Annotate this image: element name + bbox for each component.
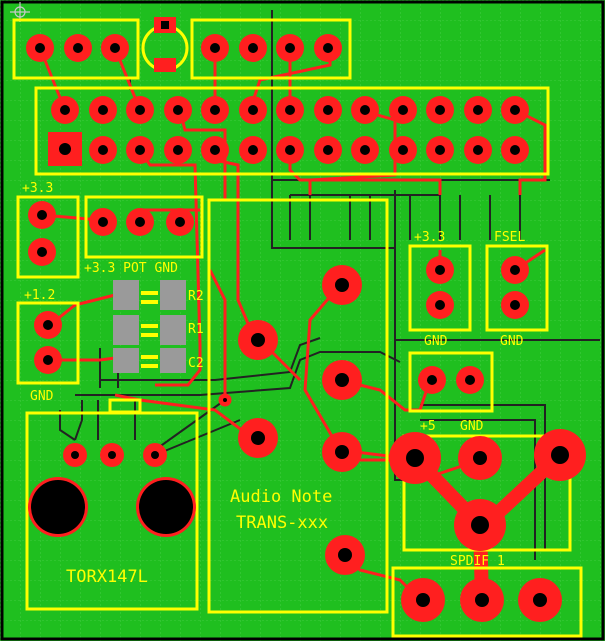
pad-drill [210,105,220,115]
label-gnd-plus5: GND [460,419,484,434]
pad-square [154,58,176,72]
pad-drill [471,516,489,534]
label-audio-note: Audio Note [230,487,332,507]
pad-drill [406,449,424,467]
label-c2: C2 [188,356,204,371]
pad-drill [360,145,370,155]
pad-drill [335,445,349,459]
pad-drill [510,145,520,155]
pad-drill [323,145,333,155]
label-pot-row: +3.3 POT GND [84,261,178,276]
pad-drill [43,320,53,330]
pad-drill [98,105,108,115]
pad-drill [210,145,220,155]
pad-drill [37,210,47,220]
label-torx: TORX147L [66,567,148,587]
pad-drill [323,43,333,53]
pad-drill [35,43,45,53]
square-pads [48,17,176,166]
label-plus5: +5 [420,419,436,434]
pad-drill [151,451,159,459]
pad-drill [60,105,70,115]
smd-silk [141,291,158,368]
pad-drill [323,105,333,115]
pad-drill [435,105,445,115]
pad-drill [98,145,108,155]
vias [218,393,232,407]
pad-drill [435,145,445,155]
label-spdif: SPDIF 1 [450,554,505,569]
pad-drill [43,355,53,365]
label-gnd-right2: GND [500,334,524,349]
pad-drill [398,105,408,115]
pad-drill [175,217,185,227]
pad-drill [551,446,569,464]
pad-drill [135,105,145,115]
pad-drill [338,548,352,562]
pad-drill [473,451,487,465]
pad-drill [108,451,116,459]
label-fsel: FSEL [494,230,525,245]
pad-drill [285,43,295,53]
pad-drill [475,593,489,607]
pad-drill [533,593,547,607]
pad-drill [435,300,445,310]
pad-drill [173,145,183,155]
pad-drill [248,145,258,155]
pad-drill [285,145,295,155]
pad-drill [71,451,79,459]
pad-drill [510,300,520,310]
label-gnd-right1: GND [424,334,448,349]
pad-drill [173,105,183,115]
silk-labels: +3.3 +3.3 POT GND +1.2 GND R2 R1 C2 +3.3… [22,181,525,587]
label-gnd-left: GND [30,389,54,404]
pad-drill [427,375,437,385]
label-r2: R2 [188,289,204,304]
pad-drill [110,43,120,53]
pad-drill [465,375,475,385]
pad-drill [135,145,145,155]
silkscreen [12,18,583,638]
pad-drill [73,43,83,53]
label-trans: TRANS-xxx [236,513,328,533]
pad-drill [510,265,520,275]
pad-drill [335,373,349,387]
mounting-hole [139,480,193,534]
pad-drill [251,431,265,445]
label-plus33-right: +3.3 [414,230,445,245]
pad-drill [135,217,145,227]
pad-drill [37,247,47,257]
pad-drill [285,105,295,115]
pad-drill [398,145,408,155]
pad-drill [251,333,265,347]
round-pads [26,34,586,622]
pad-drill [473,105,483,115]
label-plus33-left: +3.3 [22,181,53,196]
pad-drill [98,217,108,227]
pad-drill [473,145,483,155]
label-plus12: +1.2 [24,288,55,303]
mounting-hole [31,480,85,534]
pad-drill [210,43,220,53]
smd-pads [113,280,186,373]
pad-drill [416,593,430,607]
pad-drill [248,105,258,115]
pad-drill [510,105,520,115]
pad-drill [248,43,258,53]
pad-drill [335,278,349,292]
pad-drill [435,265,445,275]
label-r1: R1 [188,322,204,337]
pad-drill [360,105,370,115]
